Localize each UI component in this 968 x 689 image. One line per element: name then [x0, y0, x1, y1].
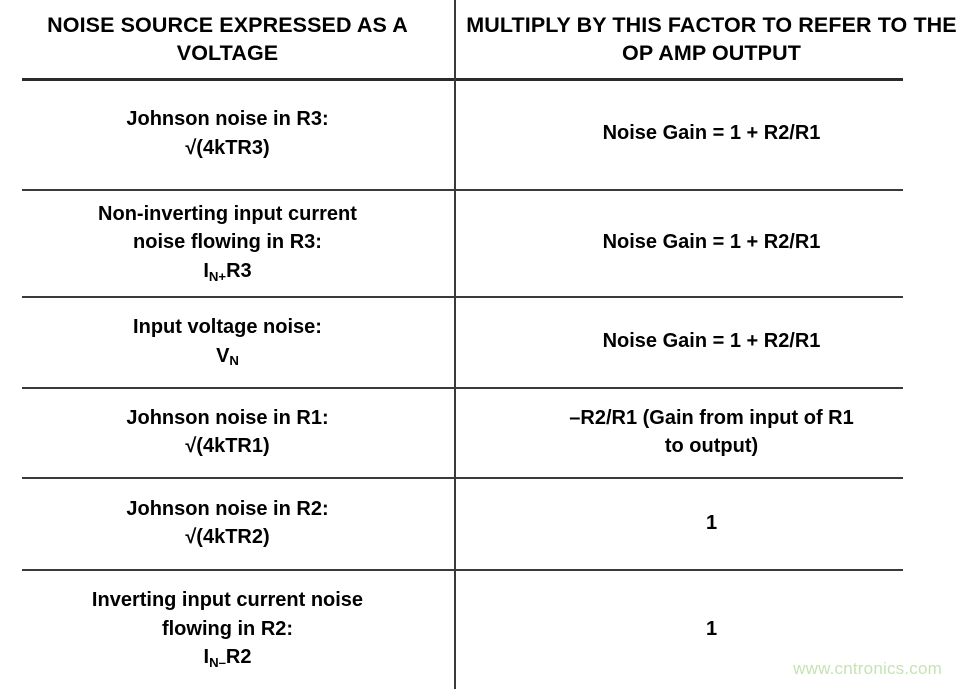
row-4-source-line1: Johnson noise in R1: [126, 406, 329, 429]
row-1-source-line2: √(4kTR3) [185, 136, 270, 159]
row-6-source-cell: Inverting input current noise flowing in… [0, 569, 455, 689]
row-5-factor-cell: 1 [455, 477, 968, 569]
row-1-factor-cell: Noise Gain = 1 + R2/R1 [455, 78, 968, 189]
table-row: Johnson noise in R2: √(4kTR2) 1 [0, 477, 968, 569]
row-separator-rule-5 [22, 569, 903, 571]
row-separator-rule-2 [22, 296, 903, 298]
header-cell-multiply-factor: MULTIPLY BY THIS FACTOR TO REFER TO THE … [455, 0, 968, 78]
row-5-source-line2: √(4kTR2) [185, 526, 270, 548]
row-5-factor-line1: 1 [705, 511, 718, 534]
row-6-formula-base: I [203, 646, 210, 669]
row-3-formula-base: V [216, 344, 230, 367]
row-6-factor-cell: 1 [455, 569, 968, 689]
row-6-source-formula: IN–R2 [0, 643, 455, 671]
row-4-factor-line2: to output) [664, 435, 759, 457]
table-row: Inverting input current noise flowing in… [0, 569, 968, 689]
row-2-formula-sub: N+ [208, 268, 227, 284]
row-3-factor-line1: Noise Gain = 1 + R2/R1 [602, 330, 821, 353]
row-2-formula-base: I [203, 259, 209, 282]
row-2-source-cell: Non-inverting input current noise flowin… [0, 189, 455, 296]
row-3-formula-sub: N [229, 353, 239, 369]
column-divider [454, 0, 456, 689]
row-2-source-line2: noise flowing in R3: [133, 231, 322, 254]
row-3-source-line1: Input voltage noise: [133, 316, 322, 339]
row-6-formula-sub: N– [209, 655, 226, 671]
row-3-source-formula: VN [0, 342, 455, 370]
row-2-formula-tail: R3 [226, 259, 252, 282]
table-row: Johnson noise in R3: √(4kTR3) Noise Gain… [0, 78, 968, 189]
row-1-source-cell: Johnson noise in R3: √(4kTR3) [0, 78, 455, 189]
row-4-source-cell: Johnson noise in R1: √(4kTR1) [0, 387, 455, 477]
row-6-factor-line1: 1 [705, 617, 718, 640]
row-5-source-line1: Johnson noise in R2: [126, 497, 329, 520]
watermark-text: www.cntronics.com [793, 659, 942, 678]
header-right-line1: MULTIPLY BY THIS FACTOR TO [466, 12, 793, 37]
row-separator-rule-4 [22, 477, 903, 479]
table-row: Johnson noise in R1: √(4kTR1) –R2/R1 (Ga… [0, 387, 968, 477]
row-1-factor-line1: Noise Gain = 1 + R2/R1 [602, 122, 821, 145]
row-1-source-line1: Johnson noise in R3: [126, 108, 329, 131]
row-2-factor-cell: Noise Gain = 1 + R2/R1 [455, 189, 968, 296]
row-2-source-line1: Non-inverting input current [98, 202, 357, 225]
row-3-factor-cell: Noise Gain = 1 + R2/R1 [455, 296, 968, 387]
row-6-source-line2: flowing in R2: [161, 617, 294, 640]
row-5-source-cell: Johnson noise in R2: √(4kTR2) [0, 477, 455, 569]
table-row: Input voltage noise: VN Noise Gain = 1 +… [0, 296, 968, 387]
header-right-line2: REFER TO THE OP AMP OUTPUT [622, 12, 957, 65]
row-4-factor-line1: –R2/R1 (Gain from input of R1 [569, 406, 854, 429]
header-separator-rule [22, 78, 903, 81]
header-left-line2: A VOLTAGE [176, 12, 408, 65]
header-cell-noise-source: NOISE SOURCE EXPRESSED AS A VOLTAGE [0, 0, 455, 78]
row-2-factor-line1: Noise Gain = 1 + R2/R1 [602, 231, 821, 254]
header-left-line1: NOISE SOURCE EXPRESSED AS [47, 12, 387, 37]
row-6-source-line1: Inverting input current noise [91, 589, 364, 612]
row-4-source-line2: √(4kTR1) [185, 435, 270, 457]
row-2-source-formula: IN+R3 [0, 257, 455, 285]
row-6-formula-tail: R2 [225, 646, 252, 669]
table-row: Non-inverting input current noise flowin… [0, 189, 968, 296]
row-3-source-cell: Input voltage noise: VN [0, 296, 455, 387]
row-4-factor-cell: –R2/R1 (Gain from input of R1 to output) [455, 387, 968, 477]
row-separator-rule-1 [22, 189, 903, 191]
table-header-row: NOISE SOURCE EXPRESSED AS A VOLTAGE MULT… [0, 0, 968, 78]
row-separator-rule-3 [22, 387, 903, 389]
